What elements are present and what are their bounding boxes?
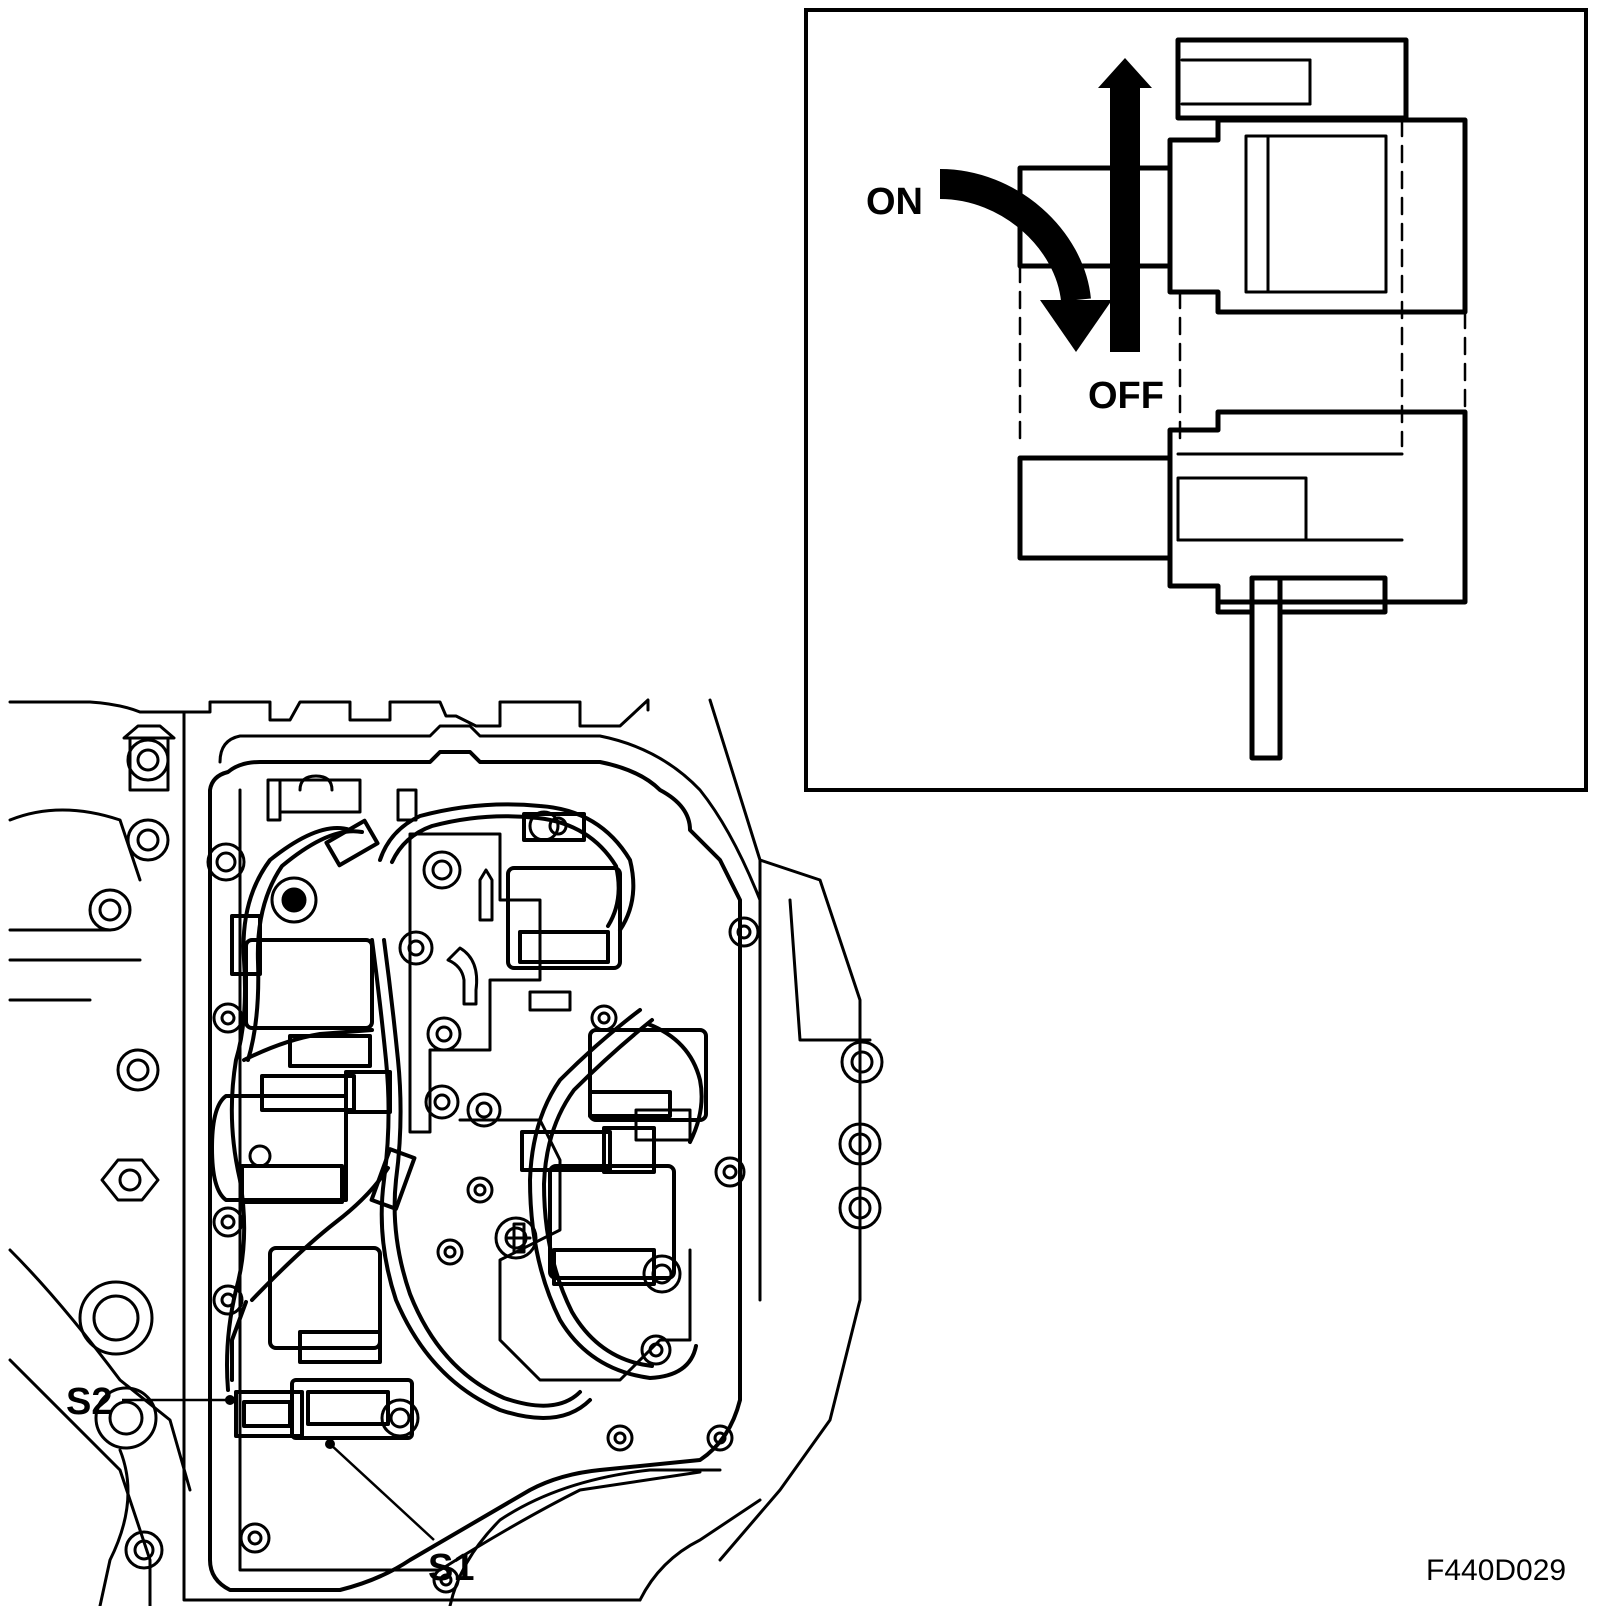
on-off-curved-arrow-icon <box>939 169 1112 352</box>
figure-code: F440D029 <box>1426 1554 1566 1587</box>
release-arrow-icon <box>1098 58 1152 352</box>
switch-off-label: OFF <box>1088 375 1164 417</box>
inset-frame <box>804 8 1588 792</box>
callout-label-s1: S1 <box>428 1547 474 1589</box>
valve-body-illustration <box>8 698 884 1606</box>
callout-label-s2: S2 <box>66 1381 112 1423</box>
harness-connectors <box>230 812 656 1440</box>
projection-lines <box>1018 118 1467 448</box>
callout-s2: S2 <box>66 1381 235 1423</box>
switch-on-label: ON <box>866 181 923 223</box>
hex-bolt-icon <box>100 1158 160 1202</box>
shift-solenoid-bodies <box>210 866 708 1364</box>
callout-s1: S1 <box>325 1439 474 1589</box>
perimeter-bolts <box>78 738 884 1594</box>
wire-harness <box>225 802 704 1420</box>
connector-detail-inset: ON OFF <box>804 8 1588 792</box>
valve-body-bolts <box>206 810 682 1438</box>
connector-unlocked-view <box>1017 409 1468 761</box>
